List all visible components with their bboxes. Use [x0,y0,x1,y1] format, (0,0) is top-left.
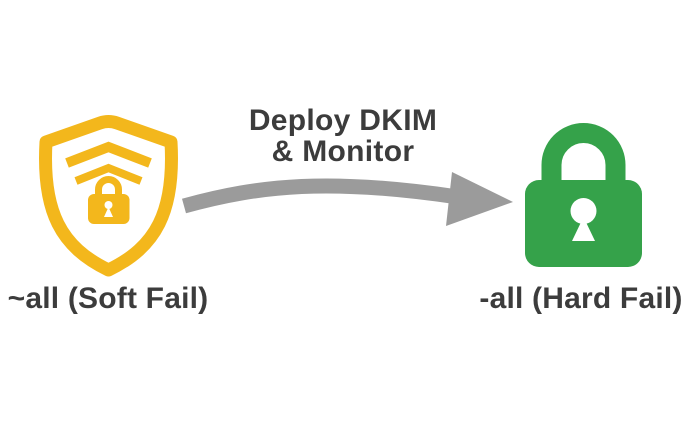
arrow-head [446,172,513,226]
shield-lock-shackle [95,176,122,196]
shield-keyhole-icon [104,201,113,209]
title-line-2: & Monitor [271,135,415,168]
deploy-dkim-title: Deploy DKIM & Monitor [249,105,437,167]
shield-chevron-2 [74,163,143,185]
shield-keyhole-stem [104,207,113,217]
dkim-hardfail-padlock-icon [525,123,642,267]
soft-fail-label: ~all (Soft Fail) [7,282,209,315]
arrow-shaft [182,178,460,214]
padlock-keyhole-icon [570,198,597,224]
hard-fail-label: -all (Hard Fail) [479,282,683,315]
title-line-1: Deploy DKIM [248,104,438,137]
shield-outline [38,115,179,277]
shield-chevron-1 [65,141,152,168]
padlock-shackle [541,123,626,185]
spf-softfail-shield-icon [38,115,179,277]
padlock-keyhole-stem [572,217,595,241]
transition-arrow-icon [182,172,513,226]
